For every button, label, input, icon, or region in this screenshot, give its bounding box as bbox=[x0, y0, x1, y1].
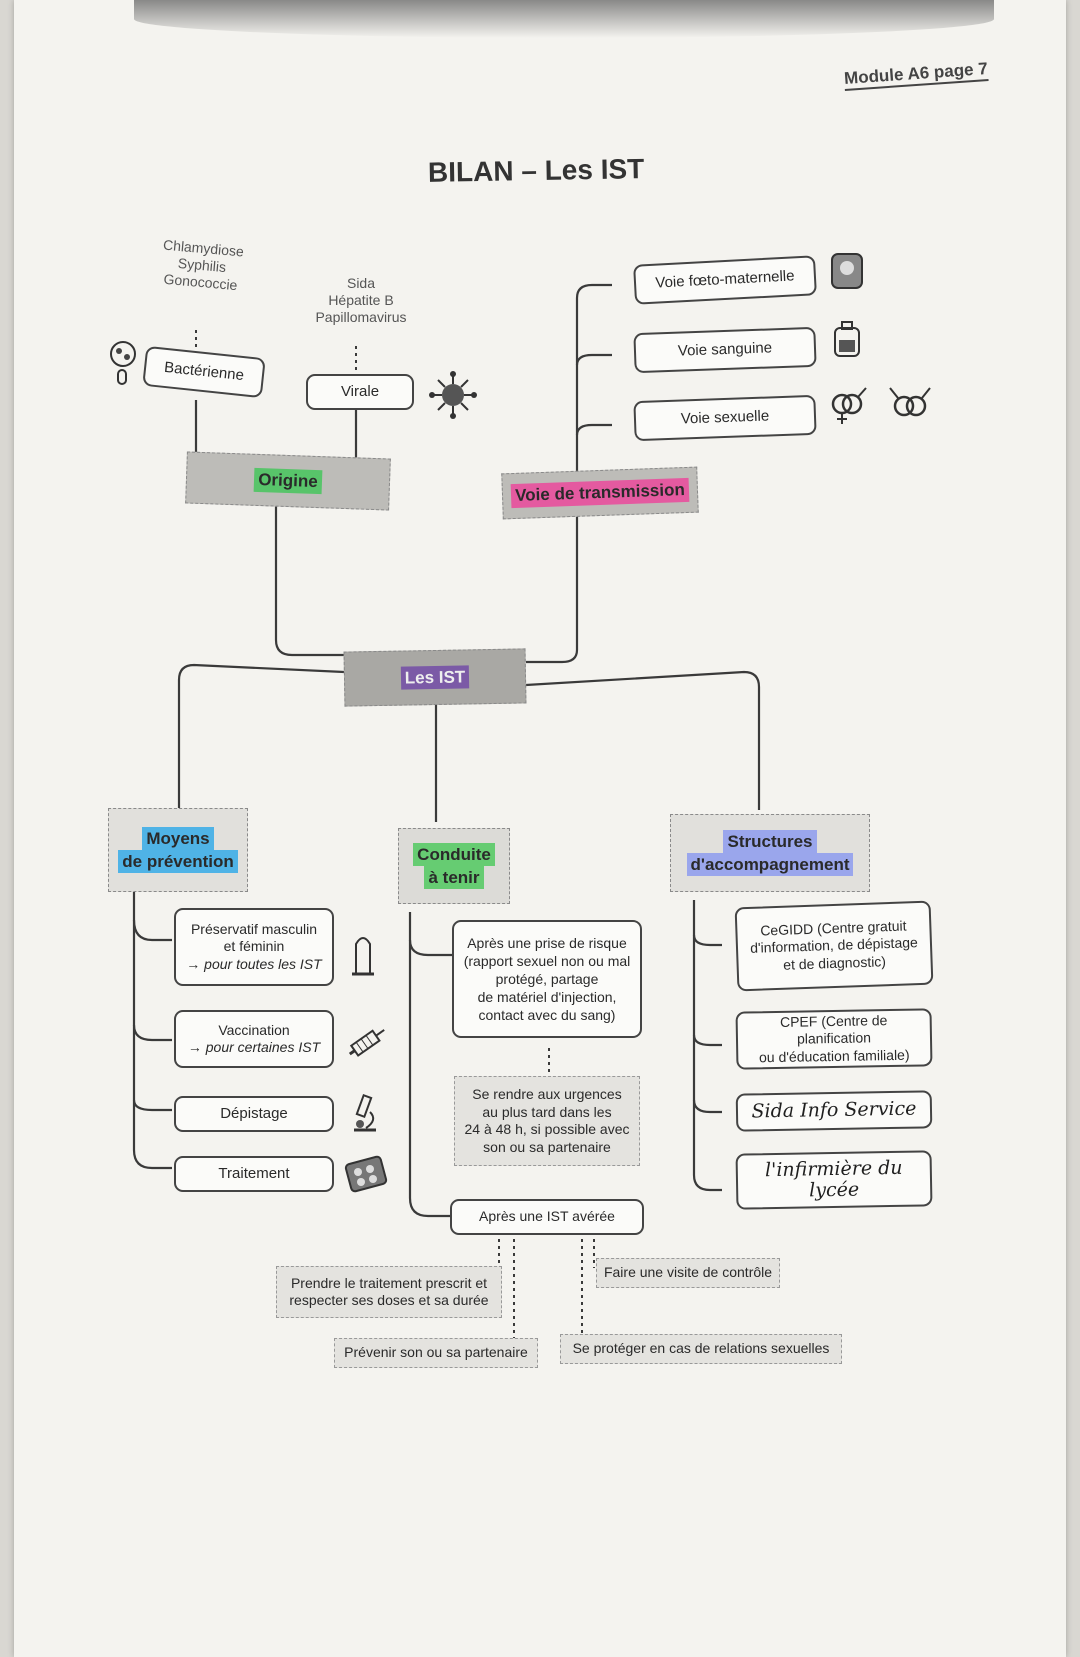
urgences-line4: son ou sa partenaire bbox=[483, 1138, 611, 1155]
example-hepatite-b: Hépatite B bbox=[328, 291, 394, 308]
transmission-node: Voie de transmission bbox=[501, 466, 699, 520]
preservatif-line2: et féminin bbox=[223, 938, 285, 955]
gender-symbols-icon bbox=[831, 387, 931, 424]
conduite-label-1: Conduite bbox=[413, 842, 495, 866]
urgences-line2: au plus tard dans les bbox=[482, 1103, 612, 1120]
connector-lines bbox=[132, 283, 761, 1350]
prise-de-risque-box: Après une prise de risque (rapport sexue… bbox=[452, 920, 642, 1038]
risque-line3: protégé, partage bbox=[495, 970, 599, 987]
traitement-action-line2: respecter ses doses et sa durée bbox=[289, 1292, 489, 1308]
infirmiere-line1: l'infirmière du bbox=[764, 1156, 903, 1182]
cpef-box: CPEF (Centre de planification ou d'éduca… bbox=[735, 1008, 933, 1070]
urgences-line3: 24 à 48 h, si possible avec bbox=[464, 1121, 630, 1137]
controle-action: Faire une visite de contrôle bbox=[596, 1258, 780, 1288]
bacteria-icon bbox=[110, 341, 136, 385]
center-label: Les IST bbox=[400, 665, 470, 690]
syringe-icon bbox=[348, 1029, 385, 1057]
center-node: Les IST bbox=[343, 648, 527, 707]
traitement-action: Prendre le traitement prescrit et respec… bbox=[276, 1266, 502, 1318]
cpef-line1: CPEF (Centre de planification bbox=[779, 1011, 888, 1047]
baby-icon bbox=[831, 253, 863, 289]
prevention-label-2: de prévention bbox=[118, 850, 238, 874]
origine-label: Origine bbox=[253, 468, 323, 494]
preservatif-box: Préservatif masculin et féminin → pour t… bbox=[174, 908, 334, 986]
bacterial-examples: Chlamydiose Syphilis Gonococcie bbox=[140, 235, 264, 296]
sida-info-service-box: Sida Info Service bbox=[735, 1090, 933, 1132]
structures-node: Structures d'accompagnement bbox=[670, 814, 870, 892]
traitement-action-line1: Prendre le traitement prescrit et bbox=[290, 1274, 488, 1291]
vaccination-line2: → pour certaines IST bbox=[187, 1039, 321, 1055]
risque-line2: (rapport sexuel non ou mal bbox=[463, 952, 631, 969]
urgences-line1: Se rendre aux urgences bbox=[472, 1086, 622, 1102]
pills-icon bbox=[344, 1155, 388, 1193]
depistage-box: Dépistage bbox=[174, 1096, 334, 1132]
page-title: BILAN – Les IST bbox=[427, 153, 645, 188]
infirmiere-box: l'infirmière du lycée bbox=[735, 1150, 933, 1210]
virus-icon bbox=[429, 371, 477, 419]
conduite-label-2: à tenir bbox=[424, 866, 484, 890]
ist-averee-box: Après une IST avérée bbox=[450, 1199, 644, 1235]
condom-icon bbox=[352, 937, 374, 976]
vaccination-box: Vaccination → pour certaines IST bbox=[174, 1010, 334, 1068]
origine-node: Origine bbox=[185, 451, 391, 511]
traitement-box: Traitement bbox=[174, 1156, 334, 1192]
blood-bag-icon bbox=[834, 321, 860, 357]
page-shadow bbox=[134, 0, 994, 38]
preservatif-line1: Préservatif masculin bbox=[190, 920, 318, 937]
prevention-label-1: Moyens bbox=[142, 826, 214, 850]
conduite-node: Conduite à tenir bbox=[398, 828, 510, 904]
risque-line1: Après une prise de risque bbox=[467, 934, 627, 951]
infirmiere-line2: lycée bbox=[809, 1178, 860, 1202]
voie-sanguine: Voie sanguine bbox=[633, 326, 817, 374]
example-papillomavirus: Papillomavirus bbox=[315, 308, 407, 325]
voie-sexuelle: Voie sexuelle bbox=[633, 394, 817, 442]
prevention-node: Moyens de prévention bbox=[108, 808, 248, 892]
microscope-icon bbox=[354, 1093, 376, 1132]
risque-line5: contact avec du sang) bbox=[478, 1007, 616, 1024]
preservatif-line3: → pour toutes les IST bbox=[186, 955, 322, 972]
vaccination-line1: Vaccination bbox=[218, 1021, 290, 1038]
cegidd-line3: et de diagnostic) bbox=[782, 952, 887, 973]
document-page: Module A6 page 7 BILAN – Les IST Chlamyd… bbox=[14, 0, 1066, 1657]
viral-examples: Sida Hépatite B Papillomavirus bbox=[306, 275, 416, 325]
virale-box: Virale bbox=[306, 374, 414, 410]
cegidd-box: CeGIDD (Centre gratuit d'information, de… bbox=[734, 900, 934, 992]
transmission-label: Voie de transmission bbox=[510, 478, 690, 508]
risque-line4: de matériel d'injection, bbox=[477, 989, 617, 1006]
structures-label-1: Structures bbox=[723, 829, 817, 853]
prevenir-action: Prévenir son ou sa partenaire bbox=[334, 1338, 538, 1368]
cpef-line2: ou d'éducation familiale) bbox=[758, 1046, 910, 1066]
structures-label-2: d'accompagnement bbox=[686, 853, 854, 877]
proteger-action: Se protéger en cas de relations sexuelle… bbox=[560, 1334, 842, 1364]
urgences-box: Se rendre aux urgences au plus tard dans… bbox=[454, 1076, 640, 1166]
example-sida: Sida bbox=[346, 275, 376, 291]
